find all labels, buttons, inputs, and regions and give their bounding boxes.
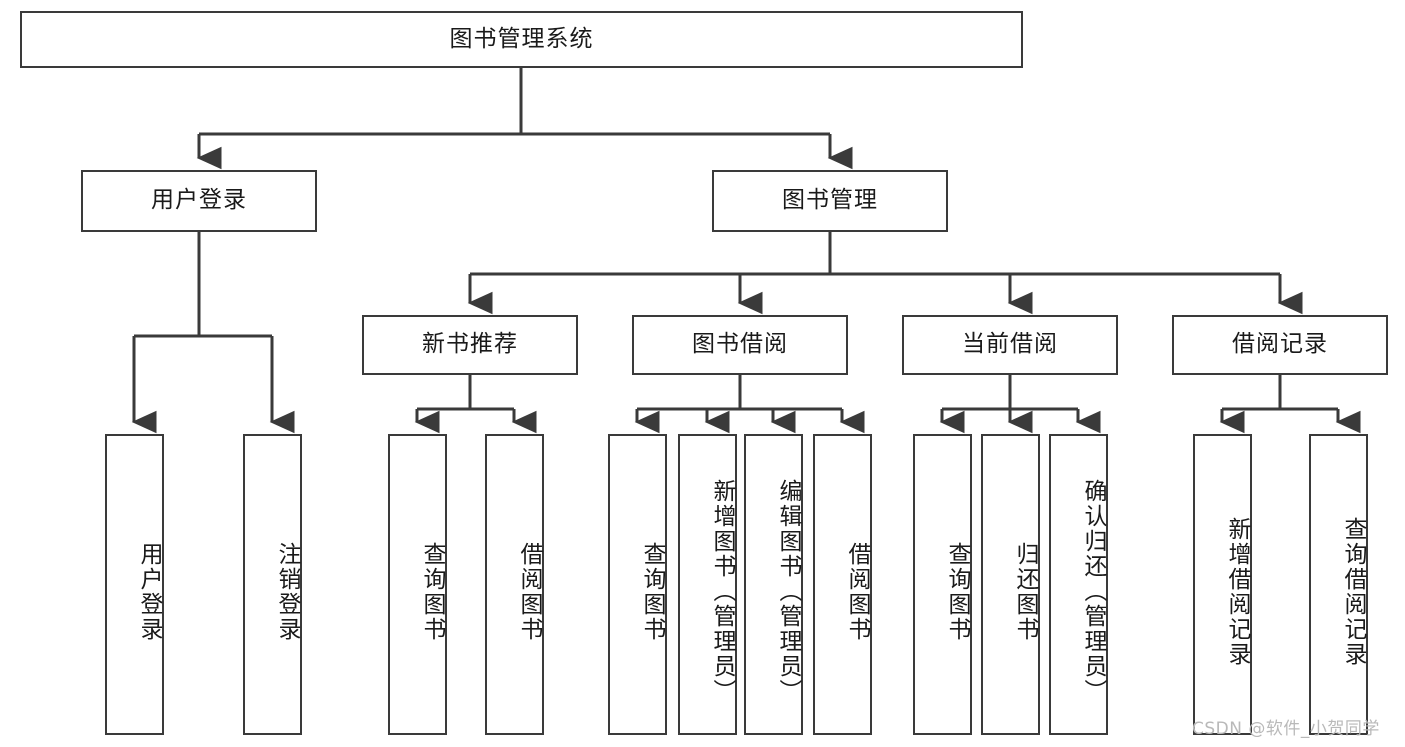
node-label: 新增借阅记录 xyxy=(1224,516,1250,667)
node-label: 查询借阅记录 xyxy=(1340,516,1366,667)
leaf-return-book[interactable]: 归还图书 xyxy=(981,434,1040,735)
node-label: 新书推荐 xyxy=(422,331,518,358)
node-user-login[interactable]: 用户登录 xyxy=(81,170,317,232)
node-label: 借阅图书 xyxy=(844,541,870,642)
node-root-system[interactable]: 图书管理系统 xyxy=(20,11,1023,68)
node-label: 归还图书 xyxy=(1012,541,1038,642)
leaf-edit-book-admin[interactable]: 编辑图书（管理员） xyxy=(744,434,803,735)
node-label: 借阅记录 xyxy=(1232,331,1328,358)
node-label: 查询图书 xyxy=(419,541,445,642)
leaf-query-book-recommend[interactable]: 查询图书 xyxy=(388,434,447,735)
node-current-borrow[interactable]: 当前借阅 xyxy=(902,315,1118,375)
node-label: 用户登录 xyxy=(136,541,162,642)
leaf-query-book-borrow[interactable]: 查询图书 xyxy=(608,434,667,735)
node-label: 注销登录 xyxy=(274,541,300,642)
leaf-borrow-book[interactable]: 借阅图书 xyxy=(813,434,872,735)
node-label: 确认归还（管理员） xyxy=(1080,479,1106,704)
node-label: 图书管理系统 xyxy=(449,25,594,52)
node-new-book-recommend[interactable]: 新书推荐 xyxy=(362,315,578,375)
leaf-borrow-book-recommend[interactable]: 借阅图书 xyxy=(485,434,544,735)
node-label: 借阅图书 xyxy=(516,541,542,642)
leaf-query-borrow-record[interactable]: 查询借阅记录 xyxy=(1309,434,1368,735)
node-label: 编辑图书（管理员） xyxy=(775,479,801,704)
node-label: 当前借阅 xyxy=(962,331,1058,358)
leaf-add-book-admin[interactable]: 新增图书（管理员） xyxy=(678,434,737,735)
leaf-user-login[interactable]: 用户登录 xyxy=(105,434,164,735)
leaf-add-borrow-record[interactable]: 新增借阅记录 xyxy=(1193,434,1252,735)
node-book-management[interactable]: 图书管理 xyxy=(712,170,948,232)
node-label: 图书管理 xyxy=(782,187,878,214)
node-borrow-record[interactable]: 借阅记录 xyxy=(1172,315,1388,375)
node-book-borrow[interactable]: 图书借阅 xyxy=(632,315,848,375)
leaf-query-book-current[interactable]: 查询图书 xyxy=(913,434,972,735)
leaf-logout-login[interactable]: 注销登录 xyxy=(243,434,302,735)
node-label: 查询图书 xyxy=(944,541,970,642)
leaf-confirm-return-admin[interactable]: 确认归还（管理员） xyxy=(1049,434,1108,735)
node-label: 用户登录 xyxy=(151,187,247,214)
node-label: 查询图书 xyxy=(639,541,665,642)
node-label: 图书借阅 xyxy=(692,331,788,358)
csdn-watermark: CSDN @软件_小贺同学 xyxy=(1192,719,1380,739)
node-label: 新增图书（管理员） xyxy=(709,479,735,704)
